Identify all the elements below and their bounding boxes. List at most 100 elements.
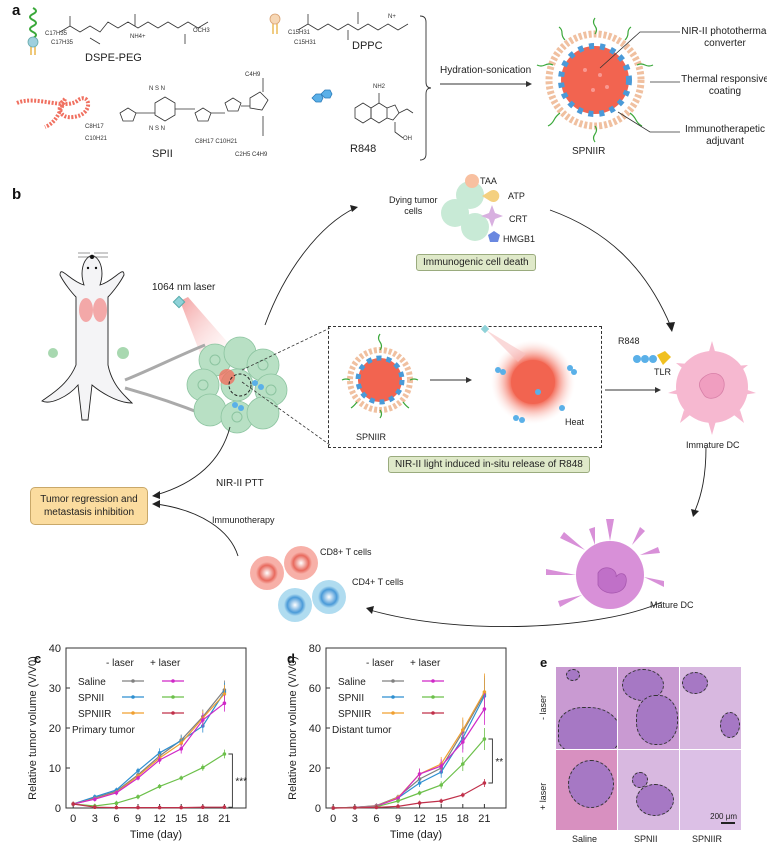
svg-text:30: 30 (49, 683, 61, 695)
col-label-spnii: SPNII (634, 834, 658, 844)
svg-text:6: 6 (113, 813, 119, 825)
release-box: NIR-II light induced in-situ release of … (388, 456, 590, 473)
heat-label: Heat (565, 417, 585, 427)
svg-text:N S N: N S N (149, 86, 165, 92)
dppc-structure: C15H31 C15H31 N+ (288, 12, 409, 46)
dppc-label: DPPC (352, 40, 383, 52)
histology-spniir-minus (680, 667, 741, 749)
svg-text:Primary tumor: Primary tumor (72, 725, 135, 736)
immunotherapy-label: Immunotherapy (212, 515, 275, 525)
atp-label: ATP (508, 191, 525, 201)
scale-bar (721, 822, 735, 824)
svg-text:Time (day): Time (day) (130, 829, 182, 841)
dppc-icon (269, 13, 281, 34)
svg-text:6: 6 (373, 813, 379, 825)
histology-saline-plus (556, 750, 617, 830)
r848-label: R848 (350, 143, 377, 155)
svg-text:15: 15 (175, 813, 187, 825)
svg-text:OCH3: OCH3 (193, 28, 210, 34)
mature-dc-cell (546, 519, 664, 609)
dspe-peg-label: DSPE-PEG (85, 52, 142, 64)
svg-text:SPNIIR: SPNIIR (338, 709, 371, 720)
svg-text:+ laser: + laser (410, 658, 441, 669)
callout-immunotherapeutic-adjuvant: Immunotherapetic adjuvant (684, 124, 766, 147)
svg-text:20: 20 (309, 763, 321, 775)
svg-text:80: 80 (309, 643, 321, 655)
immature-dc-cell (668, 341, 756, 435)
t-cells-group (250, 546, 346, 622)
atp-icon (482, 190, 500, 202)
svg-text:C17H35: C17H35 (51, 40, 74, 46)
scale-bar-label: 200 μm (710, 812, 737, 821)
svg-text:NH2: NH2 (373, 84, 386, 90)
row-label-plus-laser: + laser (538, 782, 548, 810)
hmgb1-icon (488, 231, 500, 242)
svg-text:N+: N+ (388, 14, 396, 20)
arc-dc-to-tcells (366, 601, 663, 628)
svg-text:3: 3 (352, 813, 358, 825)
svg-text:Relative tumor volume (V/V0): Relative tumor volume (V/V0) (287, 656, 299, 800)
inset-heated-particle (480, 324, 577, 424)
dspe-peg-structure: C17H35 C17H35 NH4+ OCH3 (45, 14, 210, 46)
svg-text:C4H9: C4H9 (245, 72, 261, 78)
histology-saline-minus (556, 667, 617, 749)
cd4-t-cell-icon (278, 588, 312, 622)
arc-immature-to-mature (691, 446, 707, 517)
svg-text:0: 0 (330, 813, 336, 825)
panel-letter-e: e (540, 655, 548, 670)
inset-spniir-label: SPNIIR (356, 432, 387, 442)
svg-text:C15H31: C15H31 (294, 40, 317, 46)
dspe-peg-icon (27, 7, 39, 55)
svg-text:NH4+: NH4+ (130, 34, 146, 40)
svg-text:18: 18 (457, 813, 469, 825)
svg-text:21: 21 (478, 813, 490, 825)
tumor-cluster (186, 336, 288, 434)
svg-text:18: 18 (197, 813, 209, 825)
svg-text:15: 15 (435, 813, 447, 825)
spniir-label-a: SPNIIR (572, 146, 606, 157)
panel-letter-b: b (12, 186, 22, 203)
panel-letter-c: c (34, 651, 42, 666)
zoom-dashed-lines (241, 327, 331, 446)
svg-text:SPNII: SPNII (338, 693, 364, 704)
svg-text:C17H35: C17H35 (45, 31, 68, 37)
svg-text:- laser: - laser (106, 658, 134, 669)
callout-lines (599, 31, 680, 133)
mouse-illustration (41, 252, 134, 421)
svg-text:9: 9 (135, 813, 141, 825)
arc-icd-to-dc (549, 209, 675, 332)
nir-ii-ptt-label: NIR-II PTT (216, 478, 264, 489)
histology-spniir-plus: 200 μm (680, 750, 741, 830)
cd8-t-cell-icon (250, 556, 284, 590)
r848-tlr-binding (633, 351, 671, 365)
tlr-label: TLR (654, 367, 672, 377)
svg-text:***: *** (235, 777, 247, 788)
svg-text:Saline: Saline (78, 677, 106, 688)
svg-text:C8H17 C10H21: C8H17 C10H21 (195, 139, 238, 145)
histology-spnii-minus (618, 667, 679, 749)
col-label-spniir: SPNIIR (692, 834, 723, 844)
svg-text:C2H5 C4H9: C2H5 C4H9 (235, 152, 268, 158)
panel-letter-d: d (287, 651, 295, 666)
mature-dc-label: Mature DC (650, 600, 694, 610)
histology-spnii-plus (618, 750, 679, 830)
arc-tumor-to-icd (264, 205, 358, 326)
svg-text:9: 9 (395, 813, 401, 825)
svg-text:60: 60 (309, 683, 321, 695)
hmgb1-label: HMGB1 (503, 234, 536, 244)
immature-dc-label: Immature DC (686, 440, 740, 450)
svg-text:40: 40 (49, 643, 61, 655)
icd-box: Immunogenic cell death (416, 254, 536, 271)
crt-label: CRT (509, 214, 528, 224)
svg-text:- laser: - laser (366, 658, 394, 669)
crt-icon (481, 205, 503, 227)
svg-text:SPNII: SPNII (78, 693, 104, 704)
r848-label-b: R848 (618, 336, 640, 346)
r848-icon (311, 89, 333, 103)
release-inset (328, 326, 602, 448)
r848-structure: NH2 OH (354, 84, 414, 142)
cd4-t-cell-icon (312, 580, 346, 614)
svg-text:0: 0 (315, 803, 321, 815)
